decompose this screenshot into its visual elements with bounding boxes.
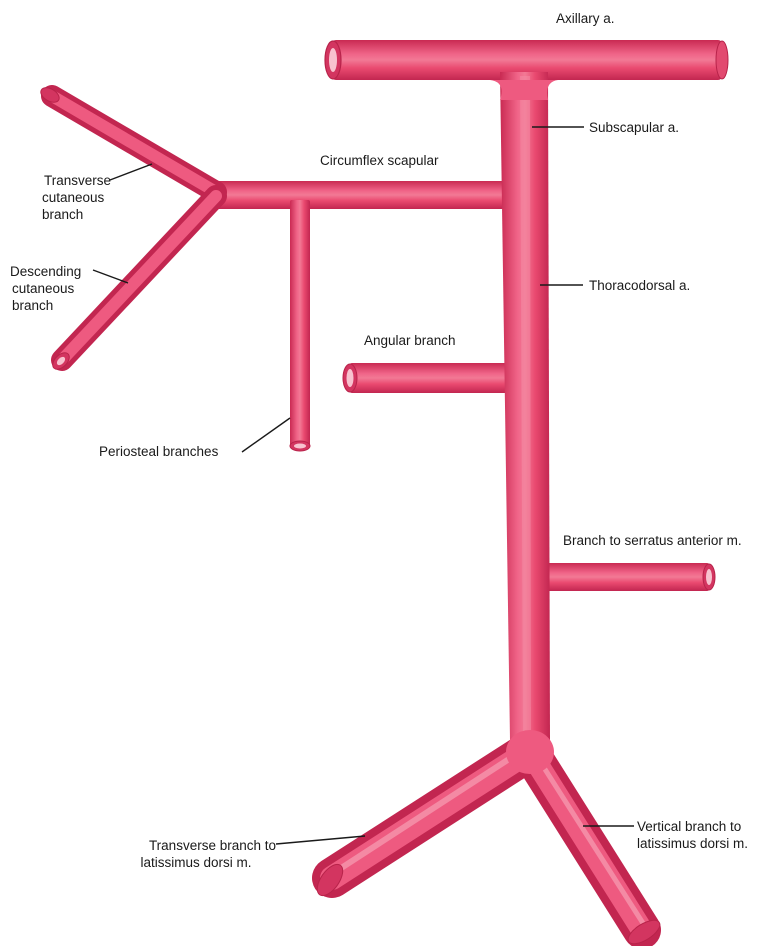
label-thoracodorsal: Thoracodorsal a. (589, 277, 690, 294)
label-descending-cutaneous: Descending cutaneous branch (10, 263, 100, 314)
label-line: latissimus dorsi m. (116, 854, 276, 871)
transverse-latissimus-branch-vessel (312, 748, 528, 900)
label-circumflex-scapular: Circumflex scapular (320, 152, 439, 169)
label-serratus: Branch to serratus anterior m. (563, 532, 742, 549)
periosteal-branch-vessel (290, 200, 310, 451)
label-line: Vertical branch to (637, 818, 777, 835)
circumflex-scapular-artery (212, 181, 514, 209)
label-line: latissimus dorsi m. (637, 835, 777, 852)
label-angular: Angular branch (364, 332, 456, 349)
label-line: branch (10, 297, 100, 314)
label-subscapular: Subscapular a. (589, 119, 679, 136)
label-periosteal: Periosteal branches (99, 443, 218, 460)
label-line: Descending (10, 263, 100, 280)
angular-branch-vessel (343, 363, 509, 393)
label-transverse-cutaneous: Transverse cutaneous branch (32, 172, 122, 223)
subscapular-thoracodorsal-trunk (490, 72, 558, 774)
label-line: cutaneous (32, 189, 122, 206)
label-line: cutaneous (10, 280, 100, 297)
leader-periosteal (242, 418, 290, 452)
serratus-branch-vessel (540, 563, 715, 591)
label-vertical-latissimus: Vertical branch to latissimus dorsi m. (637, 818, 777, 852)
label-transverse-latissimus: Transverse branch to latissimus dorsi m. (116, 837, 276, 871)
axillary-right-opening (716, 41, 728, 79)
label-line: branch (32, 206, 122, 223)
label-line: Transverse (32, 172, 122, 189)
label-line: Transverse branch to (116, 837, 276, 854)
label-axillary: Axillary a. (556, 10, 615, 27)
